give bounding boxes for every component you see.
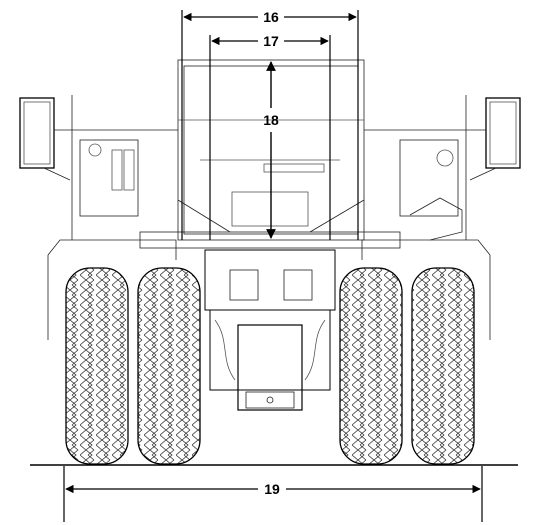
axle-center — [204, 249, 336, 411]
dimension-18-label: 18 — [263, 112, 279, 128]
tire-outer-left — [65, 267, 129, 465]
dimension-16-label: 16 — [263, 9, 279, 25]
left-mirror — [19, 97, 72, 181]
truck-body — [19, 59, 521, 411]
dimension-17: 17 — [209, 33, 331, 240]
dimension-16: 16 — [181, 9, 359, 240]
tire-inner-left — [137, 267, 201, 465]
dimension-17-label: 17 — [263, 33, 279, 49]
tire-outer-right — [411, 267, 475, 465]
right-mirror — [466, 97, 521, 181]
dimension-19: 19 — [63, 466, 483, 522]
dimension-18: 18 — [263, 61, 279, 239]
tire-inner-right — [339, 267, 403, 465]
dimension-19-label: 19 — [264, 481, 280, 497]
